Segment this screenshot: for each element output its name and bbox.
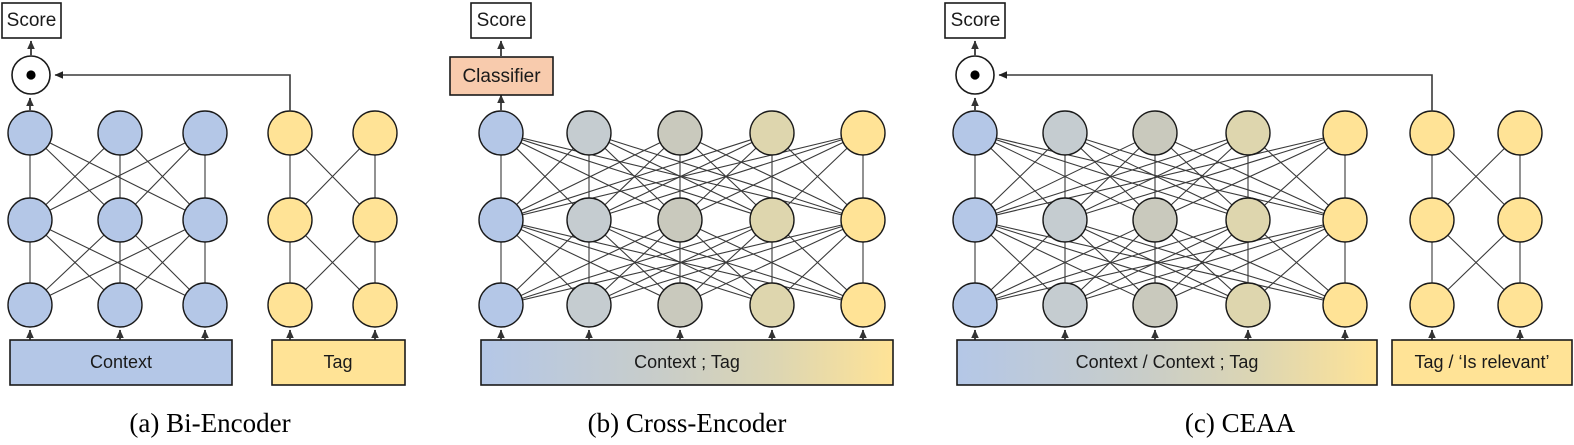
node: [182, 282, 228, 328]
node: [1322, 110, 1368, 156]
node: [1409, 282, 1455, 328]
context-bar-label: Context: [90, 352, 152, 372]
node: [478, 110, 524, 156]
tag-to-dot-connector-c: [998, 71, 1433, 111]
node: [97, 282, 143, 328]
joint-tower-nodes-b: [478, 110, 886, 328]
score-box-b: Score: [470, 2, 532, 39]
tag-bar-label: Tag / ‘Is relevant’: [1414, 352, 1549, 372]
dot-icon: [970, 70, 980, 80]
joint-input-bar-b: Context ; Tag: [480, 339, 894, 386]
score-box-c: Score: [944, 2, 1006, 39]
joint-tower-nodes-c: [952, 110, 1368, 328]
node: [1225, 110, 1271, 156]
node: [657, 197, 703, 243]
node: [566, 282, 612, 328]
node: [1322, 197, 1368, 243]
node: [657, 110, 703, 156]
joint-bar-label: Context / Context ; Tag: [1076, 352, 1259, 372]
node: [749, 110, 795, 156]
node: [840, 197, 886, 243]
score-box-a: Score: [1, 2, 62, 39]
node: [182, 110, 228, 156]
node: [267, 282, 313, 328]
tag-to-dot-connector-a: [54, 71, 291, 111]
classifier-box: Classifier: [449, 56, 554, 96]
node: [1322, 282, 1368, 328]
score-label: Score: [951, 10, 1001, 31]
tag-tower-nodes-a: [267, 110, 398, 328]
node: [1409, 110, 1455, 156]
panel-a-bi-encoder: Score Context Tag (a) Bi-Encoder: [1, 2, 406, 438]
tag-input-bar-a: Tag: [271, 339, 406, 386]
node: [1497, 110, 1543, 156]
node: [1497, 197, 1543, 243]
node: [1042, 282, 1088, 328]
dot-icon: [26, 70, 36, 80]
input-arrows-b: [497, 329, 867, 340]
joint-bar-label: Context ; Tag: [634, 352, 740, 372]
input-arrows-c: [971, 329, 1524, 340]
node: [840, 110, 886, 156]
node: [267, 197, 313, 243]
node: [478, 282, 524, 328]
joint-tower-edges-b: [500, 132, 864, 306]
node: [566, 110, 612, 156]
node: [7, 110, 53, 156]
node: [566, 197, 612, 243]
context-tower-nodes: [7, 110, 228, 328]
caption-a: (a) Bi-Encoder: [129, 408, 290, 438]
node: [840, 282, 886, 328]
dot-product-node-c: [955, 55, 995, 95]
node: [97, 110, 143, 156]
node: [952, 110, 998, 156]
tag-input-bar-c: Tag / ‘Is relevant’: [1391, 339, 1573, 386]
tag-bar-label: Tag: [323, 352, 352, 372]
node: [1225, 197, 1271, 243]
score-label: Score: [477, 10, 527, 31]
caption-b: (b) Cross-Encoder: [588, 408, 787, 438]
node: [352, 110, 398, 156]
node: [182, 197, 228, 243]
node: [1132, 197, 1178, 243]
classifier-label: Classifier: [462, 66, 541, 87]
node: [1042, 197, 1088, 243]
dot-product-node-a: [11, 55, 51, 95]
node: [7, 282, 53, 328]
node: [749, 197, 795, 243]
node: [352, 282, 398, 328]
node: [657, 282, 703, 328]
node: [1042, 110, 1088, 156]
node: [267, 110, 313, 156]
score-label: Score: [7, 10, 57, 31]
joint-input-bar-c: Context / Context ; Tag: [956, 339, 1378, 386]
node: [97, 197, 143, 243]
node: [1497, 282, 1543, 328]
joint-tower-edges-c: [974, 132, 1346, 306]
node: [1409, 197, 1455, 243]
context-input-bar-a: Context: [9, 339, 233, 386]
node: [1132, 282, 1178, 328]
panel-c-ceaa: Score Context / Context ; Tag Tag / ‘Is …: [944, 2, 1573, 438]
node: [749, 282, 795, 328]
node: [952, 282, 998, 328]
node: [7, 197, 53, 243]
input-arrows-a: [26, 329, 379, 340]
tag-tower-nodes-c: [1409, 110, 1543, 328]
node: [478, 197, 524, 243]
node: [1132, 110, 1178, 156]
node: [1225, 282, 1271, 328]
caption-c: (c) CEAA: [1185, 408, 1296, 438]
node: [952, 197, 998, 243]
panel-b-cross-encoder: Classifier Score Context ; Tag (b) Cross…: [449, 2, 894, 438]
node: [352, 197, 398, 243]
